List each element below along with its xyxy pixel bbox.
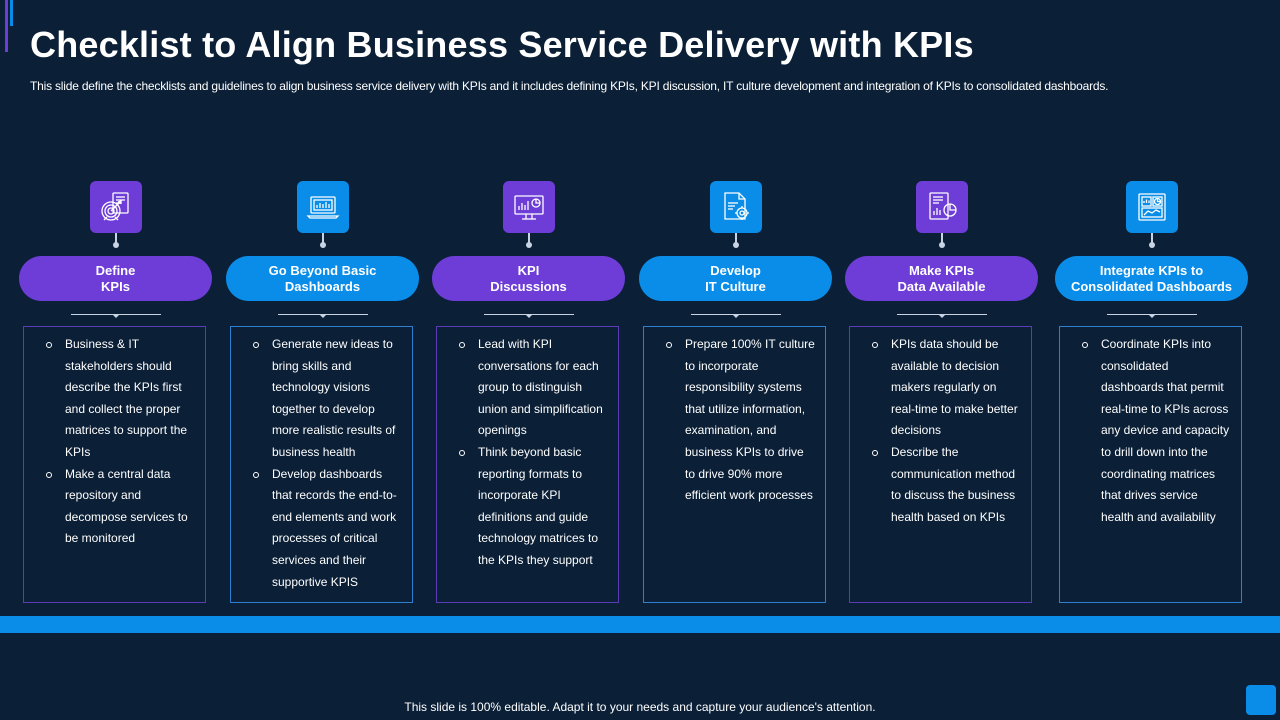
connector-line — [1151, 233, 1153, 245]
connector-dot — [113, 242, 119, 248]
bullet-item: KPIs data should be available to decisio… — [872, 334, 1023, 442]
bullet-item: Coordinate KPIs into consolidated dashbo… — [1082, 334, 1233, 528]
slide-footer: This slide is 100% editable. Adapt it to… — [404, 700, 876, 714]
checklist-box: Prepare 100% IT culture to incorporate r… — [643, 326, 826, 603]
column-heading: Develop IT Culture — [639, 256, 832, 301]
bullet-list: Coordinate KPIs into consolidated dashbo… — [1082, 334, 1233, 528]
connector-line — [322, 233, 324, 245]
connector-dot — [733, 242, 739, 248]
column-heading: Make KPIs Data Available — [845, 256, 1038, 301]
connector-dot — [526, 242, 532, 248]
checklist-box: Lead with KPI conversations for each gro… — [436, 326, 619, 603]
checklist-box: KPIs data should be available to decisio… — [849, 326, 1032, 603]
bullet-item: Describe the communication method to dis… — [872, 442, 1023, 528]
bullet-list: Prepare 100% IT culture to incorporate r… — [666, 334, 817, 507]
divider-arrow — [1148, 314, 1156, 318]
column-heading: KPI Discussions — [432, 256, 625, 301]
connector-dot — [939, 242, 945, 248]
connector-line — [528, 233, 530, 245]
checklist-column: Integrate KPIs to Consolidated Dashboard… — [1055, 181, 1249, 605]
slide-subtitle: This slide define the checklists and gui… — [30, 79, 1109, 93]
bullet-list: KPIs data should be available to decisio… — [872, 334, 1023, 528]
connector-line — [941, 233, 943, 245]
bullet-list: Generate new ideas to bring skills and t… — [253, 334, 404, 593]
connector-dot — [1149, 242, 1155, 248]
bullet-list: Business & IT stakeholders should descri… — [46, 334, 197, 550]
corner-square — [1246, 685, 1276, 715]
bullet-item: Prepare 100% IT culture to incorporate r… — [666, 334, 817, 507]
divider-arrow — [112, 314, 120, 318]
checklist-box: Coordinate KPIs into consolidated dashbo… — [1059, 326, 1242, 603]
document-gear-icon — [710, 181, 762, 233]
bullet-item: Make a central data repository and decom… — [46, 464, 197, 550]
divider-arrow — [319, 314, 327, 318]
connector-line — [115, 233, 117, 245]
bullet-item: Business & IT stakeholders should descri… — [46, 334, 197, 464]
slide-title: Checklist to Align Business Service Deli… — [30, 24, 974, 65]
column-heading: Go Beyond Basic Dashboards — [226, 256, 419, 301]
bullet-item: Generate new ideas to bring skills and t… — [253, 334, 404, 464]
accent-bar-secondary — [10, 0, 13, 26]
column-heading: Define KPIs — [19, 256, 212, 301]
divider-arrow — [938, 314, 946, 318]
bullet-item: Lead with KPI conversations for each gro… — [459, 334, 610, 442]
laptop-chart-icon — [297, 181, 349, 233]
divider-arrow — [732, 314, 740, 318]
connector-line — [735, 233, 737, 245]
checklist-box: Generate new ideas to bring skills and t… — [230, 326, 413, 603]
connector-dot — [320, 242, 326, 248]
target-document-icon — [90, 181, 142, 233]
dashboard-panels-icon — [1126, 181, 1178, 233]
bullet-item: Think beyond basic reporting formats to … — [459, 442, 610, 572]
checklist-box: Business & IT stakeholders should descri… — [23, 326, 206, 603]
monitor-analytics-icon — [503, 181, 555, 233]
report-pie-icon — [916, 181, 968, 233]
accent-bar — [5, 0, 8, 52]
divider-arrow — [525, 314, 533, 318]
bullet-item: Develop dashboards that records the end-… — [253, 464, 404, 594]
bottom-band — [0, 616, 1280, 633]
bullet-list: Lead with KPI conversations for each gro… — [459, 334, 610, 572]
column-heading: Integrate KPIs to Consolidated Dashboard… — [1055, 256, 1248, 301]
